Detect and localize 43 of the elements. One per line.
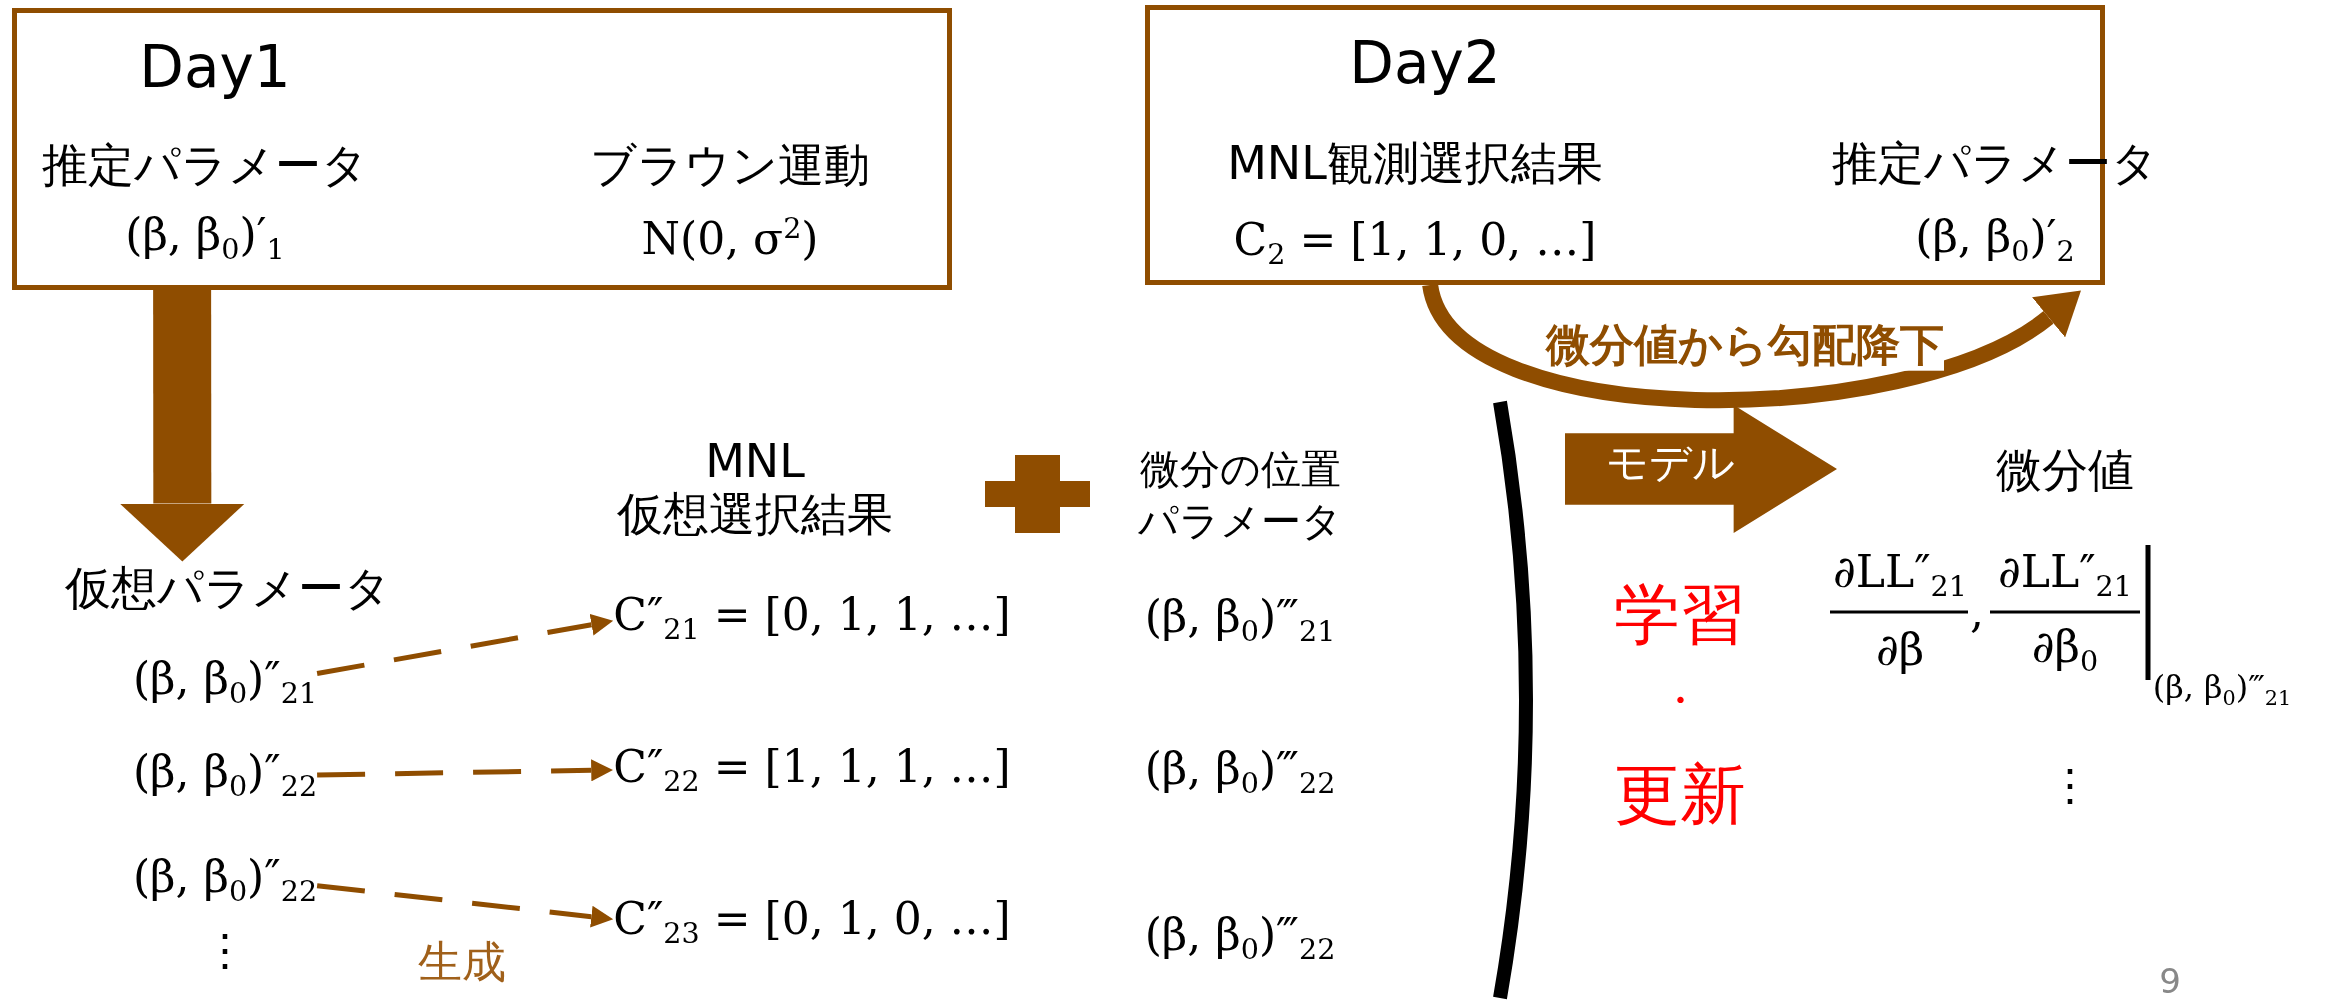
arrow — [119, 290, 245, 562]
arrow-label: モデル — [1605, 438, 1735, 488]
formula: ∂β — [1875, 624, 1925, 676]
formula: ∂LL″$_{21}$ — [1833, 546, 1967, 604]
text-label: 更新 — [1614, 757, 1746, 833]
formula: (β, β$_{0}$)′$_{1}$ — [125, 209, 285, 267]
column-heading: MNL観測選択結果 — [1227, 136, 1603, 190]
page-number: 9 — [2159, 962, 2181, 1000]
formula: (β, β$_{0}$)‴$_{22}$ — [1144, 743, 1336, 801]
formula: (β, β$_{0}$)″$_{22}$ — [132, 746, 318, 804]
formula: ∂β$_{0}$ — [2031, 621, 2099, 679]
text-label: 学習 — [1614, 577, 1746, 653]
column-heading: 推定パラメータ — [42, 138, 368, 192]
day-heading: Day1 — [139, 33, 291, 101]
arrow — [1422, 282, 2084, 408]
formula: C$_{2}$ = [1, 1, 0, …] — [1233, 214, 1597, 272]
column-heading: ブラウン運動 — [590, 138, 870, 192]
formula: C″$_{22}$ = [1, 1, 1, …] — [613, 741, 1011, 799]
bullet: ・ — [1660, 677, 1700, 723]
text-label: 生成 — [418, 936, 506, 988]
text-label: 微分値 — [1996, 443, 2134, 497]
arrow — [317, 759, 614, 782]
formula: (β, β$_{0}$)″$_{22}$ — [132, 851, 318, 909]
arrow — [316, 883, 614, 928]
arrow — [316, 613, 614, 676]
formula: C″$_{21}$ = [0, 1, 1, …] — [613, 589, 1011, 647]
text-label: MNL 仮想選択結果 — [617, 435, 893, 541]
ellipsis: ⋮ — [203, 924, 247, 976]
block-arrow — [1565, 405, 1837, 533]
formula: , — [1970, 586, 1984, 638]
formula: (β, β$_{0}$)‴$_{21}$ — [2152, 668, 2292, 712]
formula: C″$_{23}$ = [0, 1, 0, …] — [613, 893, 1011, 951]
text-label: 仮想パラメータ — [65, 561, 391, 615]
formula: (β, β$_{0}$)‴$_{22}$ — [1144, 909, 1336, 967]
day-box — [12, 8, 952, 290]
formula: N(0, σ$^{2}$) — [641, 211, 819, 265]
day-heading: Day2 — [1349, 29, 1501, 97]
text-label: 微分の位置パラメータ — [1138, 445, 1342, 546]
ellipsis: ⋮ — [2048, 759, 2092, 811]
formula: (β, β$_{0}$)″$_{21}$ — [132, 653, 318, 711]
formula: ∂LL″$_{21}$ — [1998, 546, 2132, 604]
formula: (β, β$_{0}$)′$_{2}$ — [1915, 211, 2075, 269]
formula: (β, β$_{0}$)‴$_{21}$ — [1144, 591, 1336, 649]
